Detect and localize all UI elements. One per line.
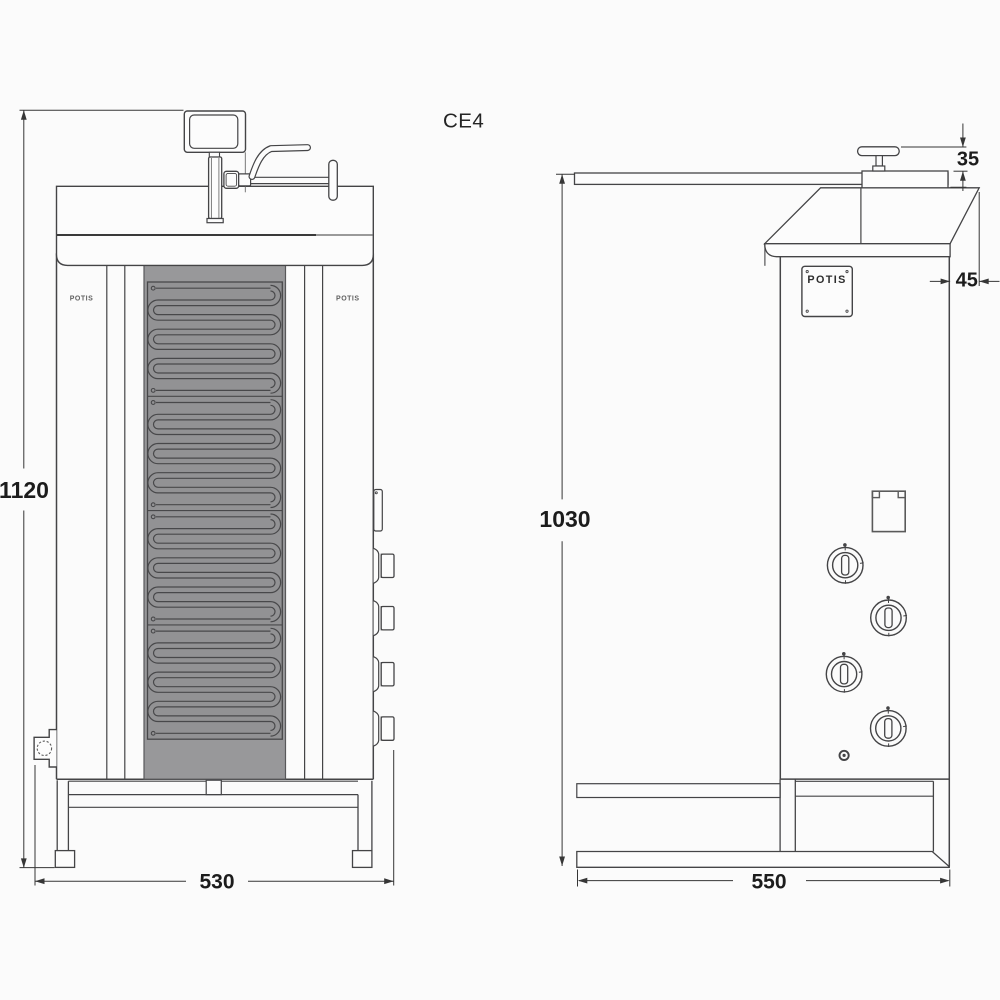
svg-text:550: 550: [751, 870, 786, 893]
svg-text:CE4: CE4: [443, 110, 484, 133]
svg-text:1030: 1030: [539, 506, 590, 532]
svg-text:POTIS: POTIS: [70, 295, 94, 302]
svg-text:1120: 1120: [0, 477, 49, 503]
svg-text:35: 35: [957, 149, 979, 171]
svg-text:45: 45: [956, 269, 978, 291]
svg-text:POTIS: POTIS: [807, 274, 846, 286]
svg-text:530: 530: [199, 870, 234, 893]
svg-text:POTIS: POTIS: [336, 295, 360, 302]
